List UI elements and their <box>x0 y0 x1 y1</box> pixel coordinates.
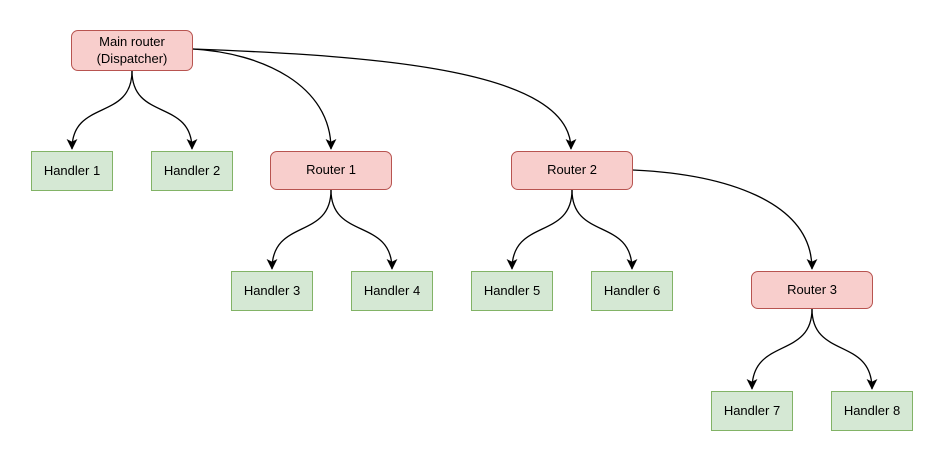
edge-router-1-to-handler-4 <box>330 189 398 270</box>
node-handler-8: Handler 8 <box>831 391 913 431</box>
node-handler-4: Handler 4 <box>351 271 433 311</box>
edge-main-router-to-handler-1 <box>66 70 133 150</box>
node-main-router: Main router (Dispatcher) <box>71 30 193 71</box>
node-router-1: Router 1 <box>270 151 392 190</box>
node-handler-6: Handler 6 <box>591 271 673 311</box>
node-handler-1: Handler 1 <box>31 151 113 191</box>
edge-main-router-to-router-2 <box>192 48 577 150</box>
node-handler-7: Handler 7 <box>711 391 793 431</box>
node-handler-3: Handler 3 <box>231 271 313 311</box>
node-handler-5: Handler 5 <box>471 271 553 311</box>
edge-main-router-to-handler-2 <box>131 70 198 150</box>
edge-main-router-to-router-1 <box>192 48 337 150</box>
node-router-2: Router 2 <box>511 151 633 190</box>
node-router-3: Router 3 <box>751 271 873 309</box>
edge-router-3-to-handler-8 <box>811 308 878 390</box>
edge-router-2-to-handler-5 <box>506 189 573 270</box>
node-handler-2: Handler 2 <box>151 151 233 191</box>
edge-router-2-to-handler-6 <box>571 189 638 270</box>
edge-router-1-to-handler-3 <box>266 189 332 270</box>
edge-router-2-to-router-3 <box>632 169 818 270</box>
edge-router-3-to-handler-7 <box>746 308 813 390</box>
